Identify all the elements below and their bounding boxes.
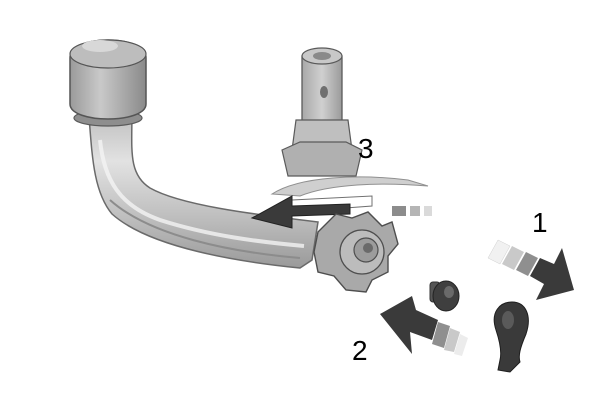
key-icon: [493, 301, 529, 373]
step-label-2: 2: [352, 335, 368, 366]
ball-head-cap-icon: [69, 39, 147, 127]
arrow-step-2-icon: [380, 296, 468, 356]
release-knob-icon: [429, 280, 460, 312]
rotate-arrow-icon: [250, 176, 432, 229]
tow-bar-arm: [87, 103, 319, 269]
locking-wheel-icon: [313, 211, 399, 293]
arrow-step-1-icon: [487, 239, 574, 300]
mounting-post: [281, 47, 363, 177]
step-label-1: 1: [532, 207, 548, 238]
step-label-3: 3: [358, 133, 374, 164]
